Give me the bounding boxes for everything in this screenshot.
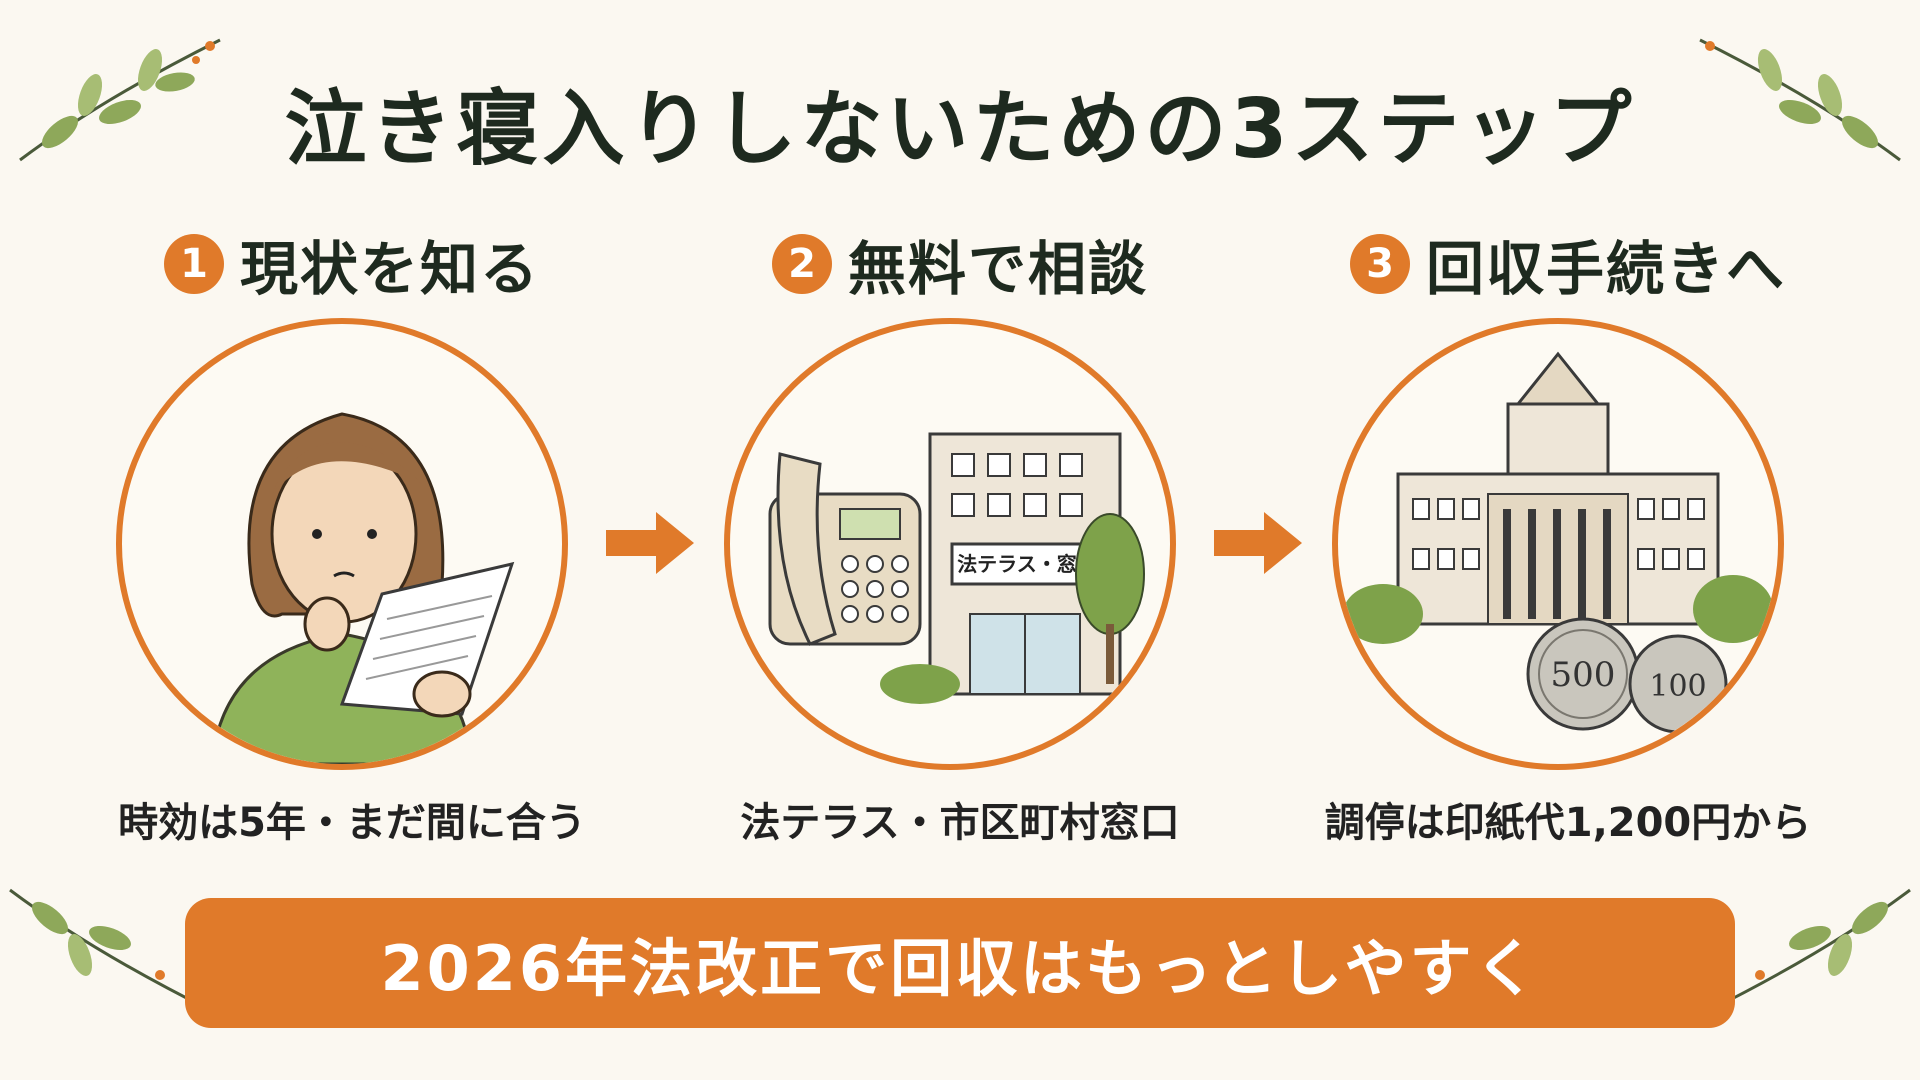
banner-text: 2026年法改正で回収はもっとしやすく — [380, 932, 1540, 1005]
step-illustration-frame: 法テラス・窓口 — [724, 318, 1176, 770]
leaf-branch-icon — [9, 888, 211, 1012]
arrow-right-icon — [606, 512, 694, 574]
step-illustration-frame: 500 100 — [1332, 318, 1784, 770]
coin-icon — [1628, 634, 1728, 734]
step-1: 1 現状を知る 時効は5年・まだ間に合う — [72, 228, 632, 868]
woman-reading-icon — [210, 412, 515, 764]
arrow-right-icon — [1214, 512, 1302, 574]
step-title: 回収手続きへ — [1425, 235, 1786, 303]
telephone-and-office-icon: 法テラス・窓口 — [768, 432, 1145, 704]
coin-500-label: 500 — [1551, 655, 1616, 695]
coin-100-label: 100 — [1649, 669, 1706, 704]
step-number-badge: 3 — [1349, 234, 1410, 294]
step-number-badge: 1 — [163, 234, 224, 294]
page-title: 泣き寝入りしないための3ステップ — [284, 82, 1636, 177]
step-2: 2 無料で相談 法テラス・窓口 — [680, 228, 1240, 868]
step-caption: 法テラス・市区町村窓口 — [740, 800, 1180, 846]
step-header: 2 無料で相談 — [680, 228, 1240, 303]
diet-building-icon: 500 100 — [1343, 351, 1773, 734]
step-title: 無料で相談 — [847, 235, 1148, 303]
office-sign-label: 法テラス・窓口 — [957, 552, 1097, 576]
step-illustration-frame — [116, 318, 568, 770]
step-caption: 時効は5年・まだ間に合う — [118, 800, 586, 846]
bottom-banner: 2026年法改正で回収はもっとしやすく — [185, 898, 1735, 1028]
step-title: 現状を知る — [239, 235, 540, 303]
step-3: 3 回収手続きへ — [1288, 228, 1848, 868]
leaf-branch-icon — [19, 38, 221, 162]
step-header: 3 回収手続きへ — [1288, 228, 1848, 303]
leaf-branch-icon — [1699, 38, 1901, 162]
step-caption: 調停は印紙代1,200円から — [1324, 800, 1812, 846]
step-number-badge: 2 — [771, 234, 832, 294]
leaf-branch-icon — [1709, 888, 1911, 1012]
step-header: 1 現状を知る — [72, 228, 632, 303]
